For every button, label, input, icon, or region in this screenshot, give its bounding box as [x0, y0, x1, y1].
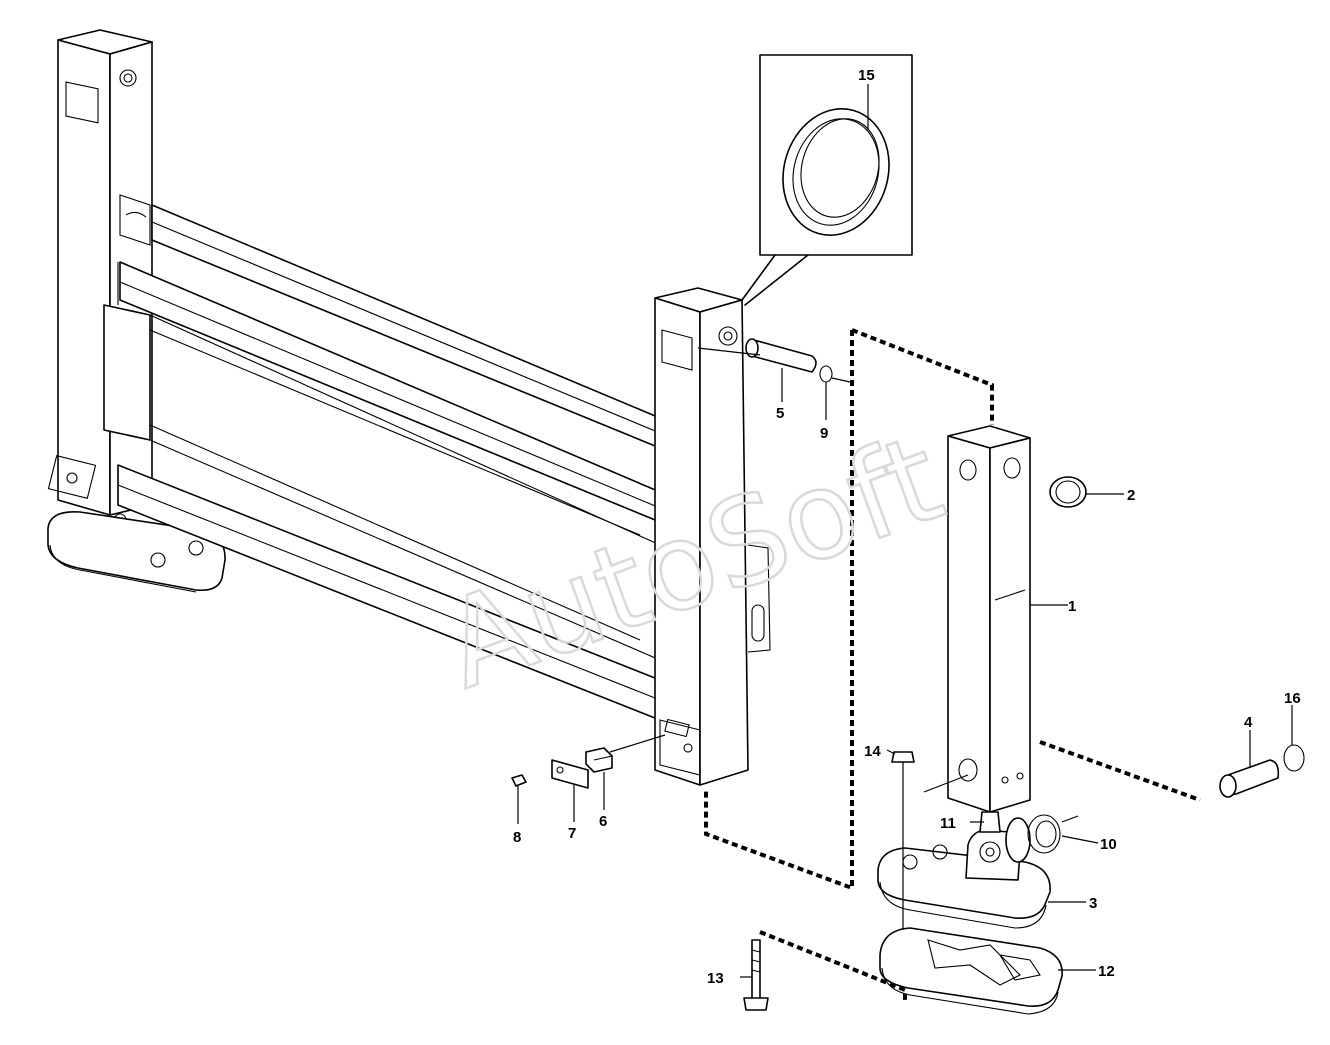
block-6 — [585, 747, 613, 773]
callout-13: 13 — [707, 970, 724, 987]
foot-3 — [877, 811, 1051, 929]
bolt-13 — [743, 939, 769, 1011]
pin-5 — [745, 338, 817, 373]
callout-12: 12 — [1098, 963, 1115, 980]
callout-10: 10 — [1100, 836, 1117, 853]
frame-left-foot — [47, 511, 226, 593]
callout-2: 2 — [1127, 487, 1135, 504]
pin-4 — [1219, 759, 1280, 798]
callout-16: 16 — [1284, 690, 1301, 707]
frame-right-post — [654, 287, 771, 786]
callout-15: 15 — [858, 67, 875, 84]
ring-16 — [1283, 744, 1305, 772]
stand-column-1 — [947, 425, 1031, 813]
detail-box-15 — [741, 54, 913, 306]
callout-7: 7 — [568, 825, 576, 842]
pad-12 — [879, 927, 1063, 1015]
ring-9 — [819, 365, 833, 383]
callout-5: 5 — [776, 405, 784, 422]
plate-7 — [551, 759, 589, 789]
callout-8: 8 — [513, 829, 521, 846]
callout-11: 11 — [940, 815, 956, 832]
callout-6: 6 — [599, 813, 607, 830]
assembly-dashed-lines — [704, 328, 1201, 1000]
callout-9: 9 — [820, 425, 828, 442]
cap-2 — [1049, 476, 1087, 508]
callout-4: 4 — [1244, 714, 1253, 731]
washer-10 — [1027, 814, 1061, 854]
callout-leaders — [517, 84, 1293, 978]
bolt-14 — [891, 751, 915, 935]
nut-8 — [511, 774, 527, 787]
frame-cross-beams — [103, 204, 661, 721]
callout-labels: 1 2 3 4 5 6 7 8 9 10 11 12 13 14 15 16 — [513, 67, 1301, 987]
callout-3: 3 — [1089, 895, 1097, 912]
callout-1: 1 — [1068, 598, 1076, 615]
callout-14: 14 — [864, 743, 881, 760]
